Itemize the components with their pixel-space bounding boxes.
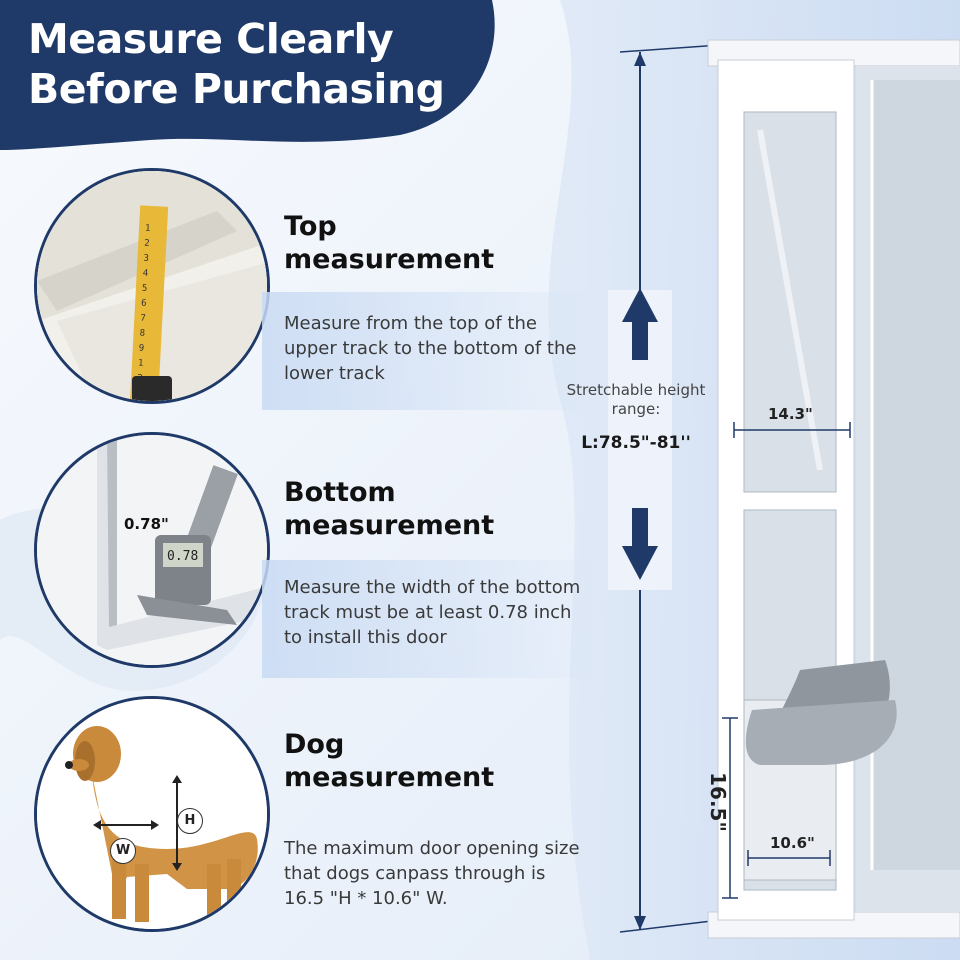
- stretch-range-label: Stretchable height range:: [566, 381, 706, 418]
- top-description-band: [262, 292, 592, 410]
- top-measurement-heading: Top measurement: [284, 210, 494, 276]
- bottom-measurement-description: Measure the width of the bottom track mu…: [284, 577, 581, 648]
- panel-width-label: 14.3": [768, 405, 813, 423]
- title-banner-shape: [0, 0, 495, 150]
- svg-text:7: 7: [140, 314, 146, 324]
- svg-text:0.78: 0.78: [167, 549, 198, 564]
- top-heading-line2: measurement: [284, 244, 495, 275]
- svg-text:2: 2: [144, 239, 150, 249]
- caliper-icon: 0.78: [37, 435, 267, 665]
- svg-text:3: 3: [143, 254, 149, 264]
- svg-text:5: 5: [142, 284, 148, 294]
- dog-heading-line1: Dog: [284, 729, 345, 760]
- flap-width-label: 10.6": [770, 834, 815, 852]
- bottom-measurement-image: 0.78: [34, 432, 270, 668]
- dog-width-badge: W: [110, 838, 136, 864]
- svg-text:8: 8: [139, 329, 145, 339]
- dog-measurement-image: [34, 696, 270, 932]
- stretch-range-value: L:78.5"-81'': [581, 433, 691, 453]
- svg-text:1: 1: [138, 359, 144, 369]
- flap-height-label: 16.5": [705, 772, 730, 832]
- dog-height-badge: H: [177, 808, 203, 834]
- dog-measurement-description: The maximum door opening size that dogs …: [284, 838, 580, 909]
- bottom-heading-line2: measurement: [284, 510, 495, 541]
- svg-text:6: 6: [141, 299, 147, 309]
- svg-text:4: 4: [142, 269, 148, 279]
- top-heading-line1: Top: [284, 211, 337, 242]
- svg-text:9: 9: [138, 344, 144, 354]
- svg-text:1: 1: [145, 224, 151, 234]
- bottom-measurement-heading: Bottom measurement: [284, 476, 494, 542]
- caliper-reading-label: 0.78": [124, 515, 169, 533]
- page-title: Measure Clearly Before Purchasing: [28, 15, 445, 113]
- bottom-description-band: [262, 560, 592, 678]
- top-measurement-description: Measure from the top of the upper track …: [284, 313, 577, 384]
- dog-measurement-heading: Dog measurement: [284, 728, 494, 794]
- tape-measure-icon: 123 456 789 123: [37, 171, 267, 401]
- bottom-heading-line1: Bottom: [284, 477, 396, 508]
- dog-heading-line2: measurement: [284, 762, 495, 793]
- dog-icon: [37, 699, 267, 929]
- top-measurement-image: 123 456 789 123: [34, 168, 270, 404]
